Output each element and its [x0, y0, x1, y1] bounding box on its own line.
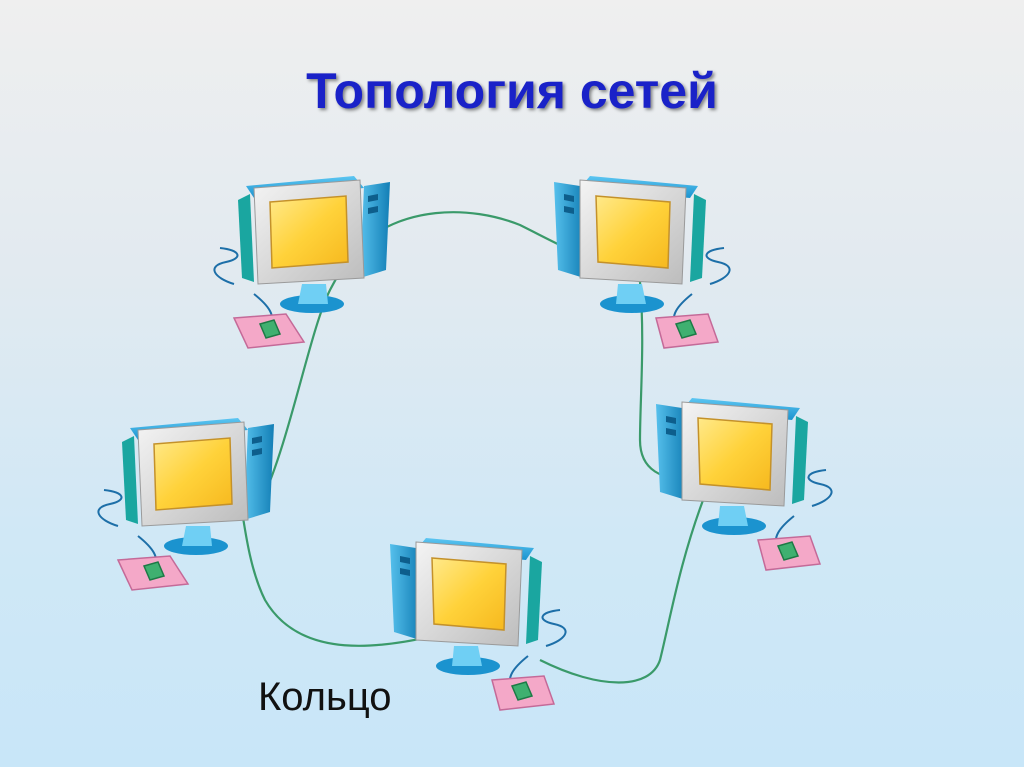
computer-icon	[97, 417, 276, 591]
pc-middle-left	[97, 417, 276, 591]
computer-icon	[389, 537, 567, 711]
pc-middle-right	[655, 397, 833, 571]
cable-bottom-center-to-middle-left	[238, 497, 451, 647]
cable-middle-right-to-bottom-center	[539, 494, 707, 684]
slide-title: Топология сетей	[306, 63, 718, 119]
pc-bottom-center	[389, 537, 567, 711]
computer-icon	[655, 397, 833, 571]
topology-caption: Кольцо	[258, 675, 392, 719]
pc-top-left	[213, 175, 391, 349]
computer-icon	[213, 175, 391, 349]
